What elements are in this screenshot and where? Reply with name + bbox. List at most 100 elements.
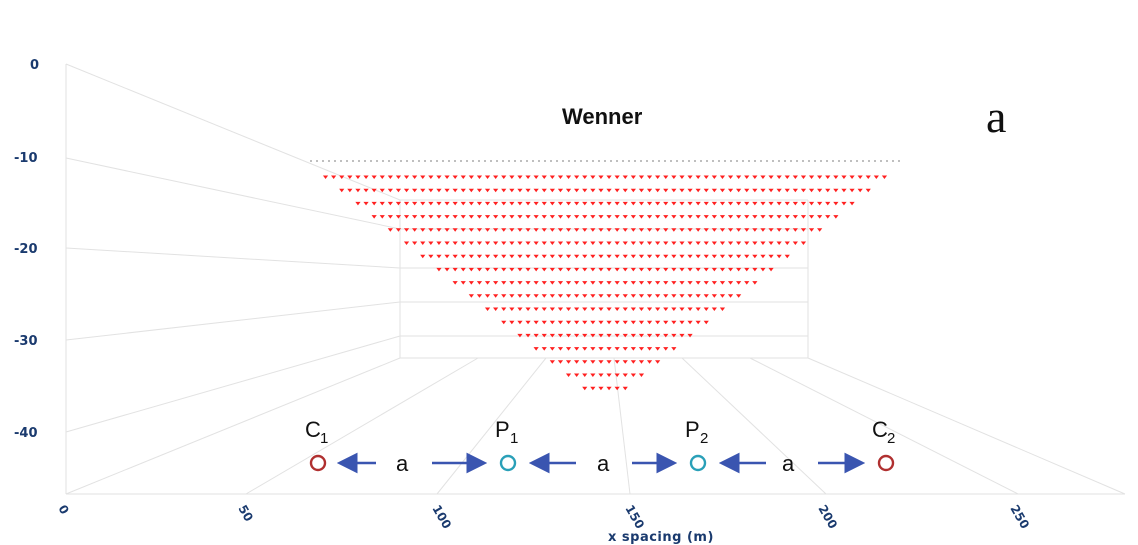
measurement-point	[444, 267, 450, 272]
electrode-subscript: 2	[887, 430, 895, 447]
measurement-point	[355, 188, 361, 193]
y-tick-label: -20	[14, 242, 38, 257]
measurement-point	[760, 188, 766, 193]
measurement-point	[517, 281, 523, 285]
measurement-point	[768, 254, 774, 259]
measurement-point	[460, 228, 466, 232]
measurement-point	[428, 188, 434, 193]
measurement-point	[711, 241, 717, 245]
measurement-point	[768, 215, 774, 219]
measurement-point	[857, 175, 863, 179]
measurement-point	[614, 281, 620, 285]
measurement-point	[598, 254, 604, 259]
measurement-point	[703, 201, 709, 206]
measurement-point	[379, 175, 385, 179]
measurement-point	[614, 267, 620, 272]
measurement-point	[638, 347, 645, 351]
measurement-point	[638, 360, 645, 364]
electrode-label: C	[872, 417, 888, 442]
measurement-point	[736, 201, 742, 206]
measurement-point	[671, 333, 677, 338]
measurement-point	[752, 241, 758, 245]
measurement-point	[638, 228, 645, 232]
measurement-point	[533, 188, 539, 193]
measurement-point	[355, 175, 361, 179]
x-tick-label: 100	[429, 503, 454, 532]
measurement-point	[395, 201, 402, 206]
measurement-point	[501, 294, 507, 298]
measurement-point	[541, 267, 547, 272]
measurement-point	[371, 175, 377, 179]
measurement-point	[484, 241, 491, 245]
measurement-point	[590, 175, 596, 179]
measurement-point	[606, 320, 612, 325]
measurement-point	[614, 228, 620, 232]
measurement-point	[784, 215, 790, 219]
measurement-point	[484, 281, 491, 285]
measurement-point	[671, 294, 677, 298]
measurement-point	[808, 188, 815, 193]
measurement-point	[727, 175, 734, 179]
measurement-point	[679, 241, 685, 245]
measurement-point	[557, 267, 564, 272]
measurement-point	[565, 201, 572, 206]
measurement-point	[695, 201, 701, 206]
measurement-point	[541, 347, 547, 351]
measurement-point	[582, 175, 588, 179]
measurement-point	[484, 175, 491, 179]
measurement-point	[614, 188, 620, 193]
measurement-point	[525, 215, 531, 219]
measurement-point	[484, 267, 491, 272]
measurement-point	[493, 201, 499, 206]
measurement-point	[776, 188, 782, 193]
measurement-point	[574, 254, 580, 259]
measurement-point	[509, 320, 515, 325]
measurement-point	[646, 175, 653, 179]
measurement-point	[557, 281, 564, 285]
measurement-point	[630, 373, 636, 377]
measurement-point	[541, 241, 547, 245]
measurement-point	[817, 201, 823, 206]
measurement-point	[841, 175, 847, 179]
measurement-point	[549, 188, 555, 193]
measurement-point	[574, 241, 580, 245]
measurement-point	[606, 347, 612, 351]
measurement-point	[428, 201, 434, 206]
measurement-point	[744, 254, 750, 259]
measurement-point	[614, 241, 620, 245]
measurement-point	[663, 188, 669, 193]
spacing-label: a	[396, 451, 409, 476]
measurement-point	[582, 320, 588, 325]
measurement-point	[428, 228, 434, 232]
measurement-point	[549, 320, 555, 325]
measurement-point	[476, 241, 483, 245]
measurement-point	[663, 254, 669, 259]
measurement-point	[719, 188, 726, 193]
measurement-point	[412, 241, 418, 245]
measurement-point	[598, 215, 604, 219]
measurement-point	[881, 175, 888, 179]
measurement-point	[590, 254, 596, 259]
measurement-point	[484, 188, 491, 193]
measurement-point	[412, 228, 418, 232]
measurement-point	[711, 267, 717, 272]
measurement-point	[525, 294, 531, 298]
measurement-point	[533, 347, 539, 351]
measurement-point	[598, 333, 604, 338]
measurement-point	[565, 267, 572, 272]
measurement-point	[509, 307, 515, 311]
measurement-point	[655, 175, 661, 179]
measurement-point	[525, 175, 531, 179]
measurement-point	[436, 215, 442, 219]
measurement-point	[541, 201, 547, 206]
potential-electrode-marker	[689, 454, 707, 472]
measurement-point	[841, 188, 847, 193]
measurement-point	[565, 360, 572, 364]
measurement-point	[501, 267, 507, 272]
measurement-point	[614, 320, 620, 325]
measurement-point	[582, 215, 588, 219]
measurement-point	[606, 360, 612, 364]
measurement-point	[703, 294, 709, 298]
measurement-point	[736, 228, 742, 232]
